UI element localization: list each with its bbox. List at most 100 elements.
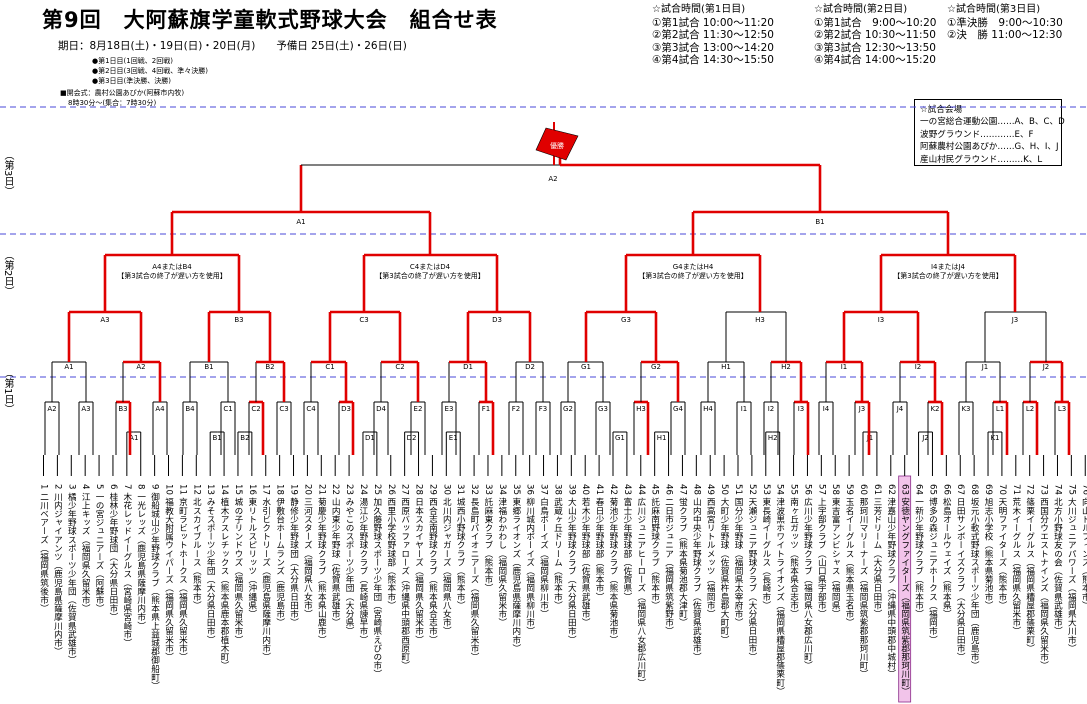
venue-line: 一の宮総合運動公園……A、B、C、D [920,117,1065,128]
game-label-r1: C3 [279,405,288,413]
team-entry: 15 城の子リンドウズ（福岡県久留米市） [233,484,243,644]
day-legend-item: ●第1日目(1回戦、2回戦) [92,57,173,65]
game-label-r3: J3 [1011,316,1019,324]
game-label-r1: E2 [414,405,423,413]
team-entry: 9 御船城山少年野球クラブ（熊本県上益城郡御船町） [150,484,160,690]
team-entry: 72 篠栗イーグルス（福岡県糟屋郡篠栗町） [1025,484,1035,652]
game-label-r2: B2 [265,363,274,371]
game-label-r1: I3 [798,405,805,413]
schedule-day3: ☆試合時間(第3日目) ①準決勝 9:00～10:30 ②決 勝 11:00～1… [947,4,1063,42]
game-label-r1: A4 [155,405,165,413]
day-legend-item: ●第3日目(準決勝、決勝) [92,77,172,85]
quarterfinal-note: 【第3試合の終了が遅い方を使用】 [375,271,484,280]
game-label-r1: H4 [703,405,713,413]
game-label-r2: G2 [651,363,661,371]
game-label-r0: K1 [990,434,999,442]
team-entry: 76 向山ドルフィンズ（熊本市） [1080,484,1087,609]
champion-flag-label: 優勝 [550,141,564,150]
team-entry: 30 北川内ジャガーズ（福岡県八女市） [441,484,451,635]
team-entry: 37 白鳥ボーイズ（福岡県柳川市） [539,484,549,618]
team-entry: 28 日本スカイヤーズ（福岡県久留米市） [414,484,424,644]
semifinal-label: B1 [815,218,824,226]
schedule-line: ②第2試合 10:30～11:50 [814,29,936,42]
quarterfinal-label: G4またはH4 [673,263,714,271]
game-label-r1: K3 [961,405,970,413]
game-label-r1: G2 [563,405,573,413]
team-entry: 10 福教大附属ウイパーズ（福岡県久留米市） [164,484,174,661]
team-entry: 38 武蔵ヶ丘ドリーム（熊本市） [552,484,562,609]
team-entry: 31 城西小野球クラブ（熊本市） [455,484,465,609]
game-label-r1: K2 [930,405,939,413]
game-label-r1: I2 [768,405,775,413]
final-label: A2 [548,175,557,183]
game-label-r1: D3 [341,405,351,413]
venue-list: ☆試合会場 一の宮総合運動公園……A、B、C、D 波野グラウンド…………E、F … [914,99,1065,166]
team-entry: 20 三河スターズ（福岡県八女市） [302,484,312,618]
quarterfinal-label: A4またはB4 [152,263,192,271]
game-label-r1: C4 [306,405,316,413]
team-entry: 4 江上キッズ（福岡県久留米市） [80,484,90,613]
team-entry: 40 若木少年野球部（佐賀県武雄市） [580,484,590,627]
game-label-r2: J1 [981,363,989,371]
team-entry: 14 植木アスレチックス（熊本県鹿本郡植木町） [219,484,229,670]
game-label-r2: H1 [721,363,731,371]
schedule-line: ④第4試合 14:00～15:20 [814,54,936,67]
game-label-r1: B3 [118,405,127,413]
opening-ceremony: ■開会式：農村公園あぴか(阿蘇市内牧) 8時30分～(集合：7時30分) [60,88,184,108]
schedule-day2: ☆試合時間(第2日目) ①第1試合 9:00～10:20 ②第2試合 10:30… [814,4,936,67]
game-label-r2: A1 [64,363,73,371]
game-label-r1: A2 [47,405,56,413]
game-label-r0: H2 [768,434,778,442]
game-label-r1: E3 [445,405,454,413]
team-entry: 59 玉名イーグルス（熊本県玉名市） [844,484,854,627]
team-entry: 6 桂林少年野球団（大分県日田市） [108,484,118,621]
game-label-r1: C1 [223,405,232,413]
game-label-r2: I2 [915,363,922,371]
quarterfinal-note: 【第3試合の終了が遅い方を使用】 [638,271,747,280]
team-entry: 12 北スカイブルース（熊本市） [191,484,201,609]
game-label-r0: G1 [615,434,625,442]
team-entry: 27 西原バッファローズ（沖縄県中頭郡西原町） [400,484,410,670]
team-entry: 73 西国分ウエストナインズ（福岡県久留米市） [1039,484,1049,670]
schedule-line: ②決 勝 11:00～12:30 [947,29,1063,42]
team-entry: 74 北方小野球友の会（佐賀県武雄市） [1052,484,1062,635]
team-entry: 35 東郷ライオンズ（鹿児島県薩摩川内市） [511,484,521,652]
team-entry: 65 博多の森ジュニアホークス（福岡市） [927,484,937,644]
schedule-line: ③第3試合 13:00～14:20 [652,41,774,54]
team-entry: 49 西高宮リトルメッツ（福岡市） [705,484,715,618]
venue-line: 産山村民グラウンド………K、L [920,154,1043,165]
row-label-day2: （第2日） [2,250,13,297]
game-label-r0: B2 [240,434,249,442]
game-label-r0: A1 [129,434,138,442]
team-entry: 61 三芳ドリーム（大分県日田市） [872,484,882,618]
game-label-r0: H1 [657,434,667,442]
game-label-r2: C2 [395,363,404,371]
schedule-heading: ☆試合時間(第3日目) [947,4,1041,15]
team-entry: 69 旭志小学校（熊本県菊池市） [983,484,993,609]
venue-line: 阿蘇農村公園あぴか……G、H、I、J [920,142,1059,153]
game-label-r1: F3 [539,405,547,413]
row-label-day3: （第3日） [2,150,13,197]
team-entry: 51 国分少年野球（福岡県太宰府市） [733,484,743,627]
team-entry: 26 西里小学校野球部（熊本市） [386,484,396,609]
team-entry: 7 木花レッドイーグルス（宮崎県宮崎市） [122,484,132,647]
team-entry: 75 大川ジュニアパワーズ（福岡県大川市） [1066,484,1076,652]
team-entry: 50 大町少年野球（佐賀県杵島郡大町町） [719,484,729,644]
champion-flag-icon [535,127,579,161]
game-label-r1: H3 [636,405,646,413]
game-label-r1: L3 [1058,405,1066,413]
game-label-r1: G4 [673,405,683,413]
team-entry: 29 西合志南野球クラブ（熊本県合志市） [427,484,437,644]
game-label-r2: B1 [204,363,213,371]
team-entry: 45 託麻南野球クラブ（熊本市） [650,484,660,609]
day-legend: ●第1日目(1回戦、2回戦) ●第2日目(3回戦、4回戦、準々決勝) ●第3日目… [92,56,208,86]
game-label-r0: B1 [212,434,221,442]
team-entry: 53 東長崎イーグルス（長崎市） [761,484,771,609]
page-title: 第9回 大阿蘇旗学童軟式野球大会 組合せ表 [42,8,498,32]
team-entry: 46 二日市ジュニア（福岡県筑紫野市） [664,484,674,635]
team-entry: 71 荒木イーグルス（福岡県久留米市） [1011,484,1021,635]
quarterfinal-note: 【第3試合の終了が遅い方を使用】 [117,271,226,280]
tournament-dates: 期日：8月18日(土)・19日(日)・20日(月) 予備日 25日(土)・26日… [58,40,407,52]
game-label-r2: D1 [463,363,473,371]
quarterfinal-label: C4またはD4 [410,263,451,271]
